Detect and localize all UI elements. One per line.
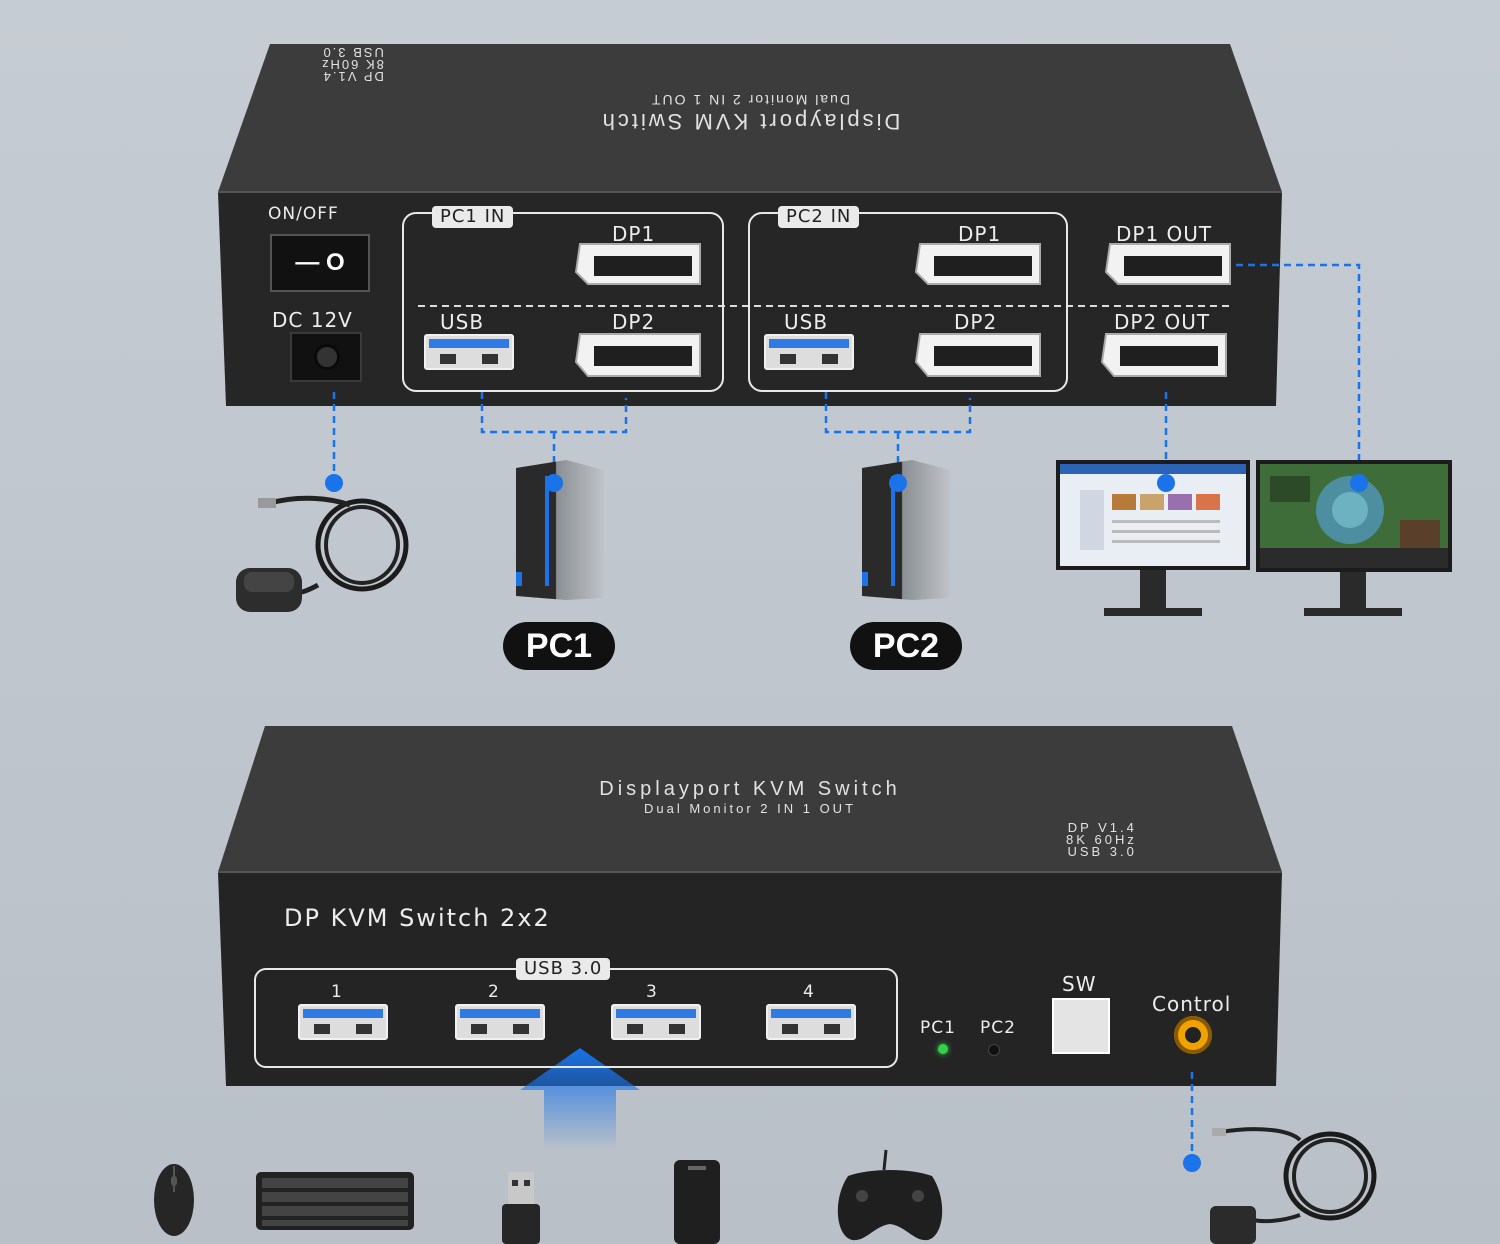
usb-port-number: 4 — [803, 982, 815, 1002]
gamepad-icon — [837, 1149, 943, 1241]
bottom-lid-specs: DP V1.4 8K 60Hz USB 3.0 — [1066, 820, 1137, 859]
connection-dot — [325, 474, 343, 492]
pc1-dp1-port[interactable] — [576, 242, 704, 286]
top-lid-subtitle: Dual Monitor 2 IN 1 OUT — [649, 92, 851, 108]
pc2-led-indicator — [988, 1044, 1000, 1056]
pc2-dp2-label: DP2 — [954, 310, 998, 334]
top-lid-title: Displayport KVM Switch — [599, 109, 901, 134]
usb-port-number: 3 — [646, 982, 658, 1002]
connection-dot — [545, 474, 563, 492]
pc1-badge: PC1 — [503, 622, 615, 670]
dp2-out-port[interactable] — [1102, 332, 1230, 376]
switch-button[interactable] — [1052, 998, 1110, 1054]
pc2-group-tag: PC2 IN — [778, 206, 860, 228]
power-rocker-switch[interactable]: — O — [270, 234, 370, 292]
sw-label: SW — [1062, 972, 1097, 996]
wired-remote-icon — [1210, 1127, 1377, 1244]
pc2-dp1-label: DP1 — [958, 222, 1002, 246]
model-label: DP KVM Switch 2x2 — [284, 904, 551, 932]
pc1-dp2-label: DP2 — [612, 310, 656, 334]
bottom-device-lid — [218, 726, 1282, 872]
pc2-input-group — [748, 212, 1068, 392]
mouse-icon — [154, 1164, 194, 1236]
usb-port-1[interactable] — [298, 1004, 388, 1040]
dp1-out-label: DP1 OUT — [1116, 222, 1213, 246]
power-adapter-icon — [236, 495, 409, 612]
dc-power-jack[interactable] — [290, 332, 362, 382]
bottom-spec-line: DP V1.4 — [1067, 820, 1137, 835]
monitor-icon — [1056, 460, 1250, 616]
bottom-lid-title: Displayport KVM Switch — [599, 778, 901, 800]
control-label: Control — [1152, 992, 1232, 1016]
pc2-usb-port[interactable] — [764, 334, 854, 370]
bottom-spec-line: 8K 60Hz — [1066, 832, 1137, 847]
top-spec-line: USB 3.0 — [321, 45, 384, 60]
pc2-usb-label: USB — [784, 310, 829, 334]
power-switch-glyph: — O — [295, 249, 345, 276]
hard-drive-icon — [674, 1160, 720, 1244]
keyboard-icon — [256, 1172, 414, 1230]
connection-dot — [889, 474, 907, 492]
usb-port-3[interactable] — [611, 1004, 701, 1040]
usb-port-4[interactable] — [766, 1004, 856, 1040]
pc1-dp2-port[interactable] — [576, 332, 704, 376]
dp2-out-label: DP2 OUT — [1114, 310, 1211, 334]
pc1-usb-label: USB — [440, 310, 485, 334]
pc1-led-indicator — [938, 1044, 948, 1054]
pc2-dp2-port[interactable] — [916, 332, 1044, 376]
tower-pc-icon — [862, 460, 950, 600]
top-lid-specs: DP V1.4 8K 60Hz USB 3.0 — [320, 45, 384, 84]
pc2-badge: PC2 — [850, 622, 962, 670]
pc2-dp1-port[interactable] — [916, 242, 1044, 286]
dp1-out-port[interactable] — [1106, 242, 1234, 286]
usb-port-number: 2 — [488, 982, 500, 1002]
connection-dot — [1157, 474, 1175, 492]
bottom-lid-text: Displayport KVM Switch Dual Monitor 2 IN… — [500, 778, 1000, 816]
pc2-led-label: PC2 — [980, 1018, 1016, 1038]
control-port[interactable] — [1174, 1016, 1212, 1054]
pc1-led-label: PC1 — [920, 1018, 956, 1038]
bottom-lid-subtitle: Dual Monitor 2 IN 1 OUT — [643, 801, 857, 816]
top-lid-text: Displayport KVM Switch Dual Monitor 2 IN… — [500, 92, 1000, 134]
pc1-usb-port[interactable] — [424, 334, 514, 370]
upload-arrow-icon — [520, 1048, 640, 1150]
dc-label: DC 12V — [272, 308, 353, 332]
usb-port-2[interactable] — [455, 1004, 545, 1040]
power-label: ON/OFF — [268, 204, 339, 224]
pc1-group-tag: PC1 IN — [432, 206, 514, 228]
pc1-dp1-label: DP1 — [612, 222, 656, 246]
top-device-lid — [218, 44, 1282, 192]
tower-pc-icon — [516, 460, 604, 600]
usb-group-tag: USB 3.0 — [516, 958, 611, 980]
connection-dot — [1350, 474, 1368, 492]
bottom-spec-line: USB 3.0 — [1067, 844, 1137, 859]
pc1-input-group — [402, 212, 724, 392]
usb-dongle-icon — [502, 1172, 540, 1244]
usb-port-number: 1 — [331, 982, 343, 1002]
connection-dot — [1183, 1154, 1201, 1172]
